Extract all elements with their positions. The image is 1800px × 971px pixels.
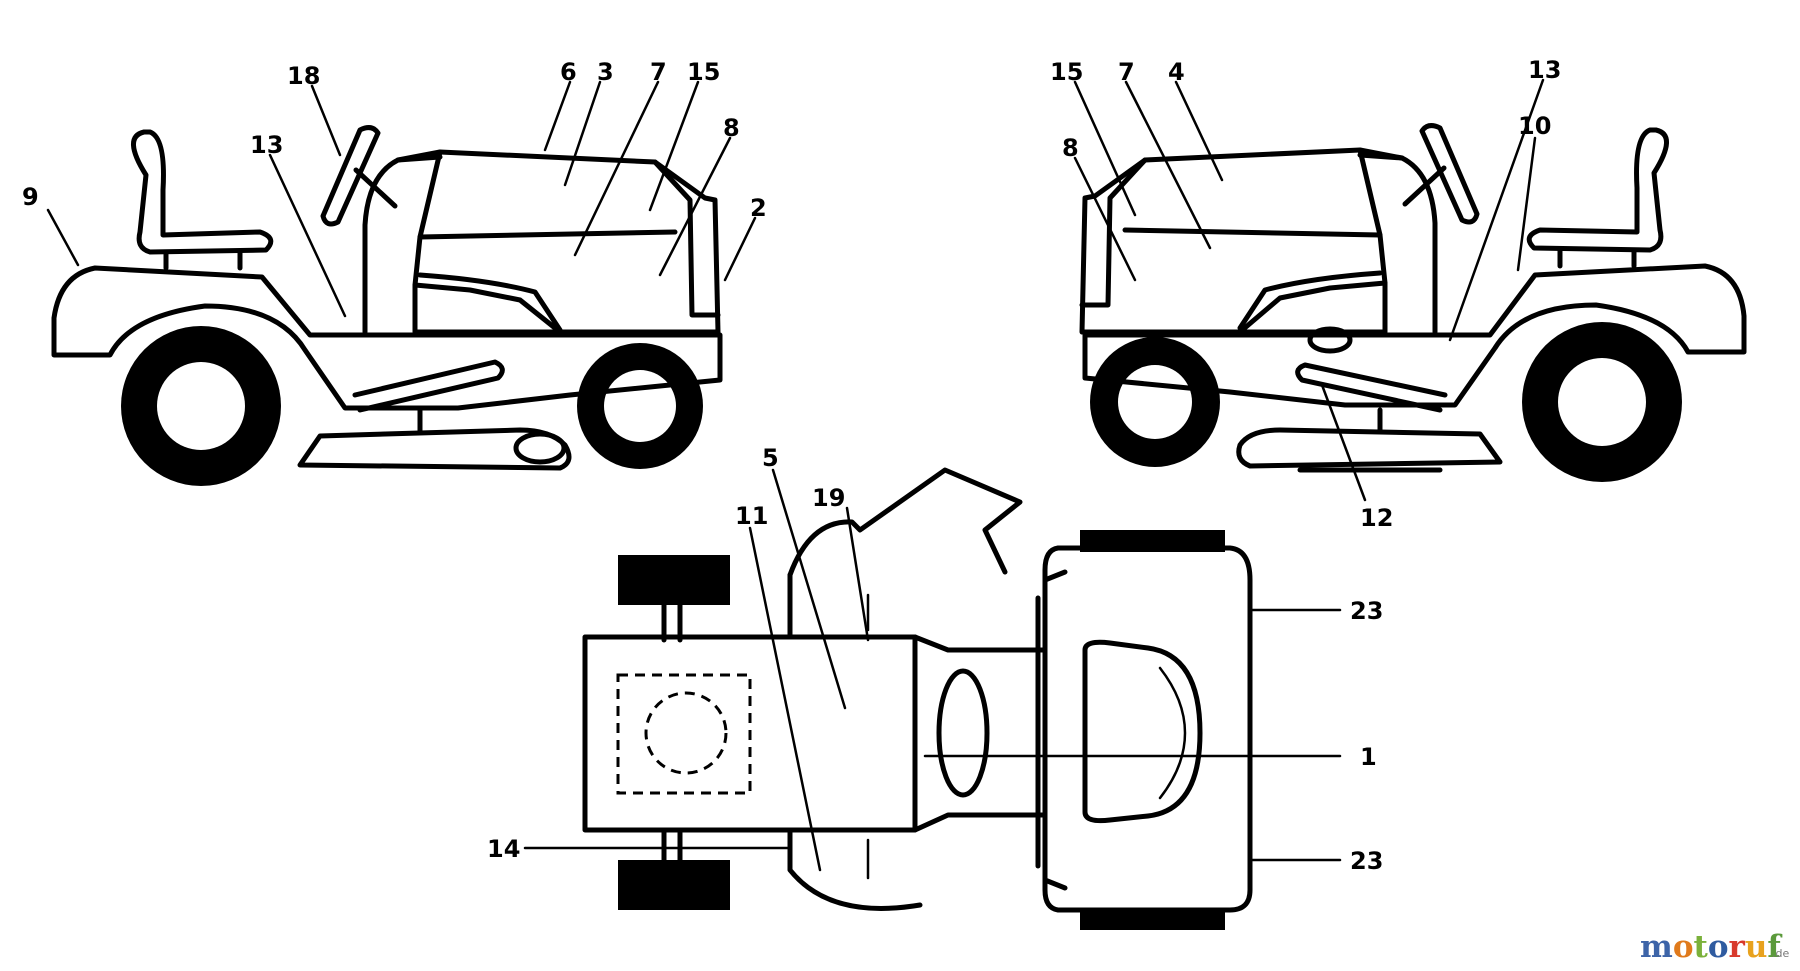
watermark-suffix: .de — [1772, 947, 1789, 960]
right-fender — [1082, 263, 1747, 408]
top-hood — [1042, 545, 1253, 913]
left-front-wheel — [577, 343, 703, 469]
label-12: 12 — [1360, 504, 1393, 532]
label-15-right: 15 — [1050, 58, 1083, 86]
label-13: 13 — [250, 131, 283, 159]
left-fender — [51, 265, 723, 411]
top-grille — [1082, 639, 1203, 824]
top-front-wheel-lower — [1080, 908, 1225, 930]
watermark-letter-t: t — [1694, 929, 1709, 965]
right-front-wheel — [1090, 337, 1220, 467]
left-hood — [395, 149, 721, 335]
svg-text:motoruf: motoruf — [1640, 929, 1782, 965]
label-13-right: 13 — [1528, 56, 1561, 84]
label-2: 2 — [750, 194, 767, 222]
left-seat — [131, 129, 274, 255]
label-7-right: 7 — [1118, 58, 1135, 86]
engine-outline — [616, 673, 752, 795]
right-steering-wheel — [1402, 123, 1480, 225]
watermark-letter-f: f — [1767, 929, 1782, 965]
left-side-view — [51, 125, 723, 486]
part-number-labels: 9 18 13 6 3 7 15 8 2 15 7 4 8 13 10 12 5… — [22, 56, 1561, 875]
right-mower-deck — [1236, 326, 1503, 473]
watermark-letter-r: r — [1729, 929, 1746, 965]
left-rear-wheel — [121, 326, 281, 486]
watermark-letter-o1: o — [1673, 929, 1694, 965]
label-9: 9 — [22, 183, 39, 211]
top-rear-wheel-lower — [618, 860, 730, 910]
right-hood — [1079, 147, 1405, 335]
left-mower-deck — [297, 359, 572, 471]
label-4: 4 — [1168, 58, 1185, 86]
label-5: 5 — [762, 444, 779, 472]
label-19: 19 — [812, 484, 845, 512]
rear-body — [582, 634, 918, 833]
label-1: 1 — [1360, 743, 1377, 771]
watermark-letter-m: m — [1640, 929, 1673, 965]
label-14: 14 — [487, 835, 520, 863]
label-8: 8 — [723, 114, 740, 142]
top-view — [582, 467, 1253, 930]
right-rear-wheel — [1522, 322, 1682, 482]
motoruf-watermark: motoruf .de — [1640, 929, 1789, 965]
label-15: 15 — [687, 58, 720, 86]
label-23-upper: 23 — [1350, 597, 1383, 625]
watermark-letter-o2: o — [1708, 929, 1729, 965]
label-18: 18 — [287, 62, 320, 90]
label-10: 10 — [1518, 112, 1551, 140]
watermark-letter-u: u — [1745, 929, 1768, 965]
label-8-right: 8 — [1062, 134, 1079, 162]
label-6: 6 — [560, 58, 577, 86]
top-rear-wheel-upper — [618, 555, 730, 605]
label-7: 7 — [650, 58, 667, 86]
label-3: 3 — [597, 58, 614, 86]
label-11: 11 — [735, 502, 768, 530]
leader-lines — [46, 78, 1545, 872]
right-side-view — [1079, 123, 1747, 482]
label-23-lower: 23 — [1350, 847, 1383, 875]
right-seat — [1526, 127, 1669, 253]
